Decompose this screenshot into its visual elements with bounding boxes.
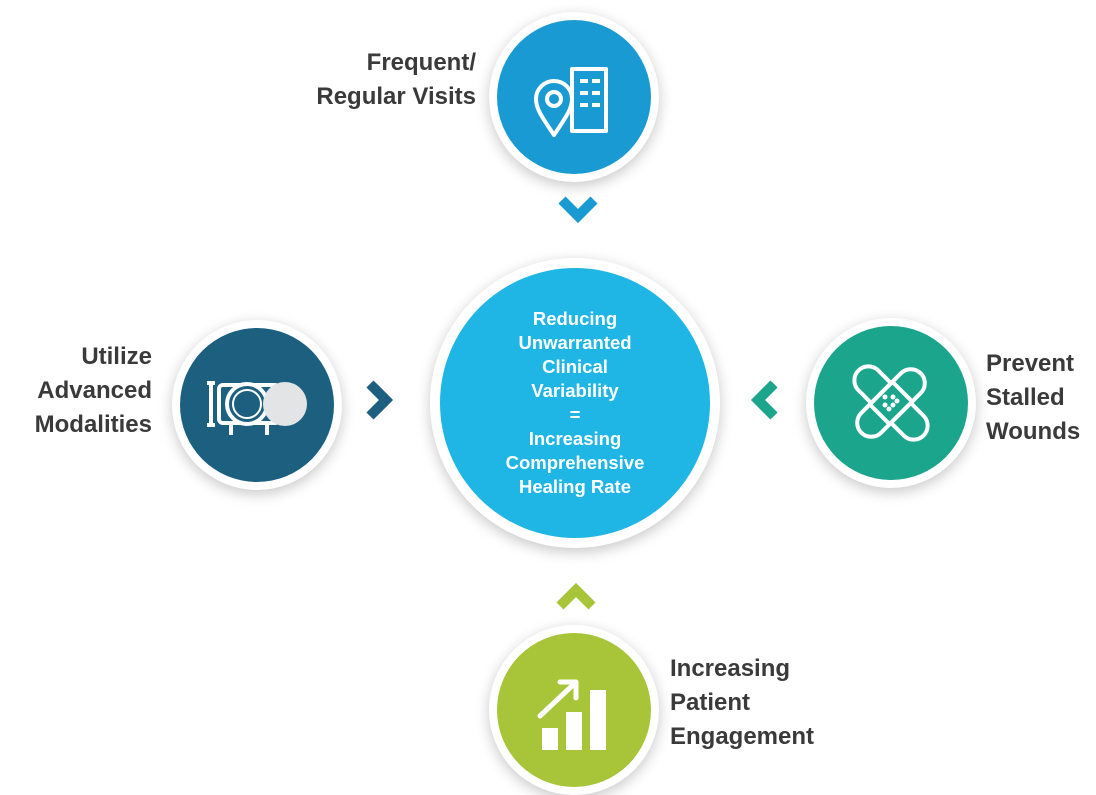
bottom-node-label: Increasing Patient Engagement [670, 652, 814, 754]
label-line: Prevent [986, 350, 1075, 377]
bandage-icon [852, 364, 930, 442]
label-line: Increasing [670, 655, 791, 682]
label-line: Engagement [670, 723, 815, 750]
top-node-label: Frequent/ Regular Visits [316, 46, 476, 114]
bottom-node-circle [489, 625, 659, 795]
center-disc: Reducing Unwarranted Clinical Variabilit… [440, 268, 710, 538]
left-node-circle [172, 320, 342, 490]
hyperbaric-chamber-icon [207, 381, 307, 435]
center-line: = [569, 404, 581, 425]
top-node-disc [497, 20, 651, 174]
center-line: Unwarranted [518, 332, 632, 353]
left-node-label: Utilize Advanced Modalities [35, 340, 152, 442]
right-node-label: Prevent Stalled Wounds [986, 347, 1080, 449]
label-line: Advanced [37, 377, 152, 404]
top-node-circle [489, 12, 659, 182]
right-node-disc [814, 326, 968, 480]
chevron-down-icon [558, 196, 598, 224]
location-building-icon [534, 67, 608, 137]
left-node-disc [180, 328, 334, 482]
right-node-circle [806, 318, 976, 488]
center-line: Reducing [532, 308, 618, 329]
bottom-node-disc [497, 633, 651, 787]
label-line: Stalled [986, 384, 1065, 411]
chevron-up-icon [556, 582, 596, 610]
growth-chart-icon [537, 679, 606, 750]
center-circle: Reducing Unwarranted Clinical Variabilit… [430, 258, 720, 548]
center-line: Increasing [528, 428, 622, 449]
chevron-left-icon [750, 380, 778, 420]
center-line: Comprehensive [505, 452, 645, 473]
center-line: Variability [531, 380, 619, 401]
label-line: Wounds [986, 418, 1081, 445]
label-line: Modalities [34, 411, 152, 438]
center-line: Healing Rate [518, 476, 632, 497]
label-line: Regular Visits [316, 83, 476, 110]
center-text: Reducing Unwarranted Clinical Variabilit… [506, 307, 645, 499]
label-line: Frequent/ [366, 49, 476, 76]
center-line: Clinical [542, 356, 608, 377]
chevron-right-icon [366, 380, 394, 420]
label-line: Utilize [81, 343, 152, 370]
label-line: Patient [670, 689, 751, 716]
